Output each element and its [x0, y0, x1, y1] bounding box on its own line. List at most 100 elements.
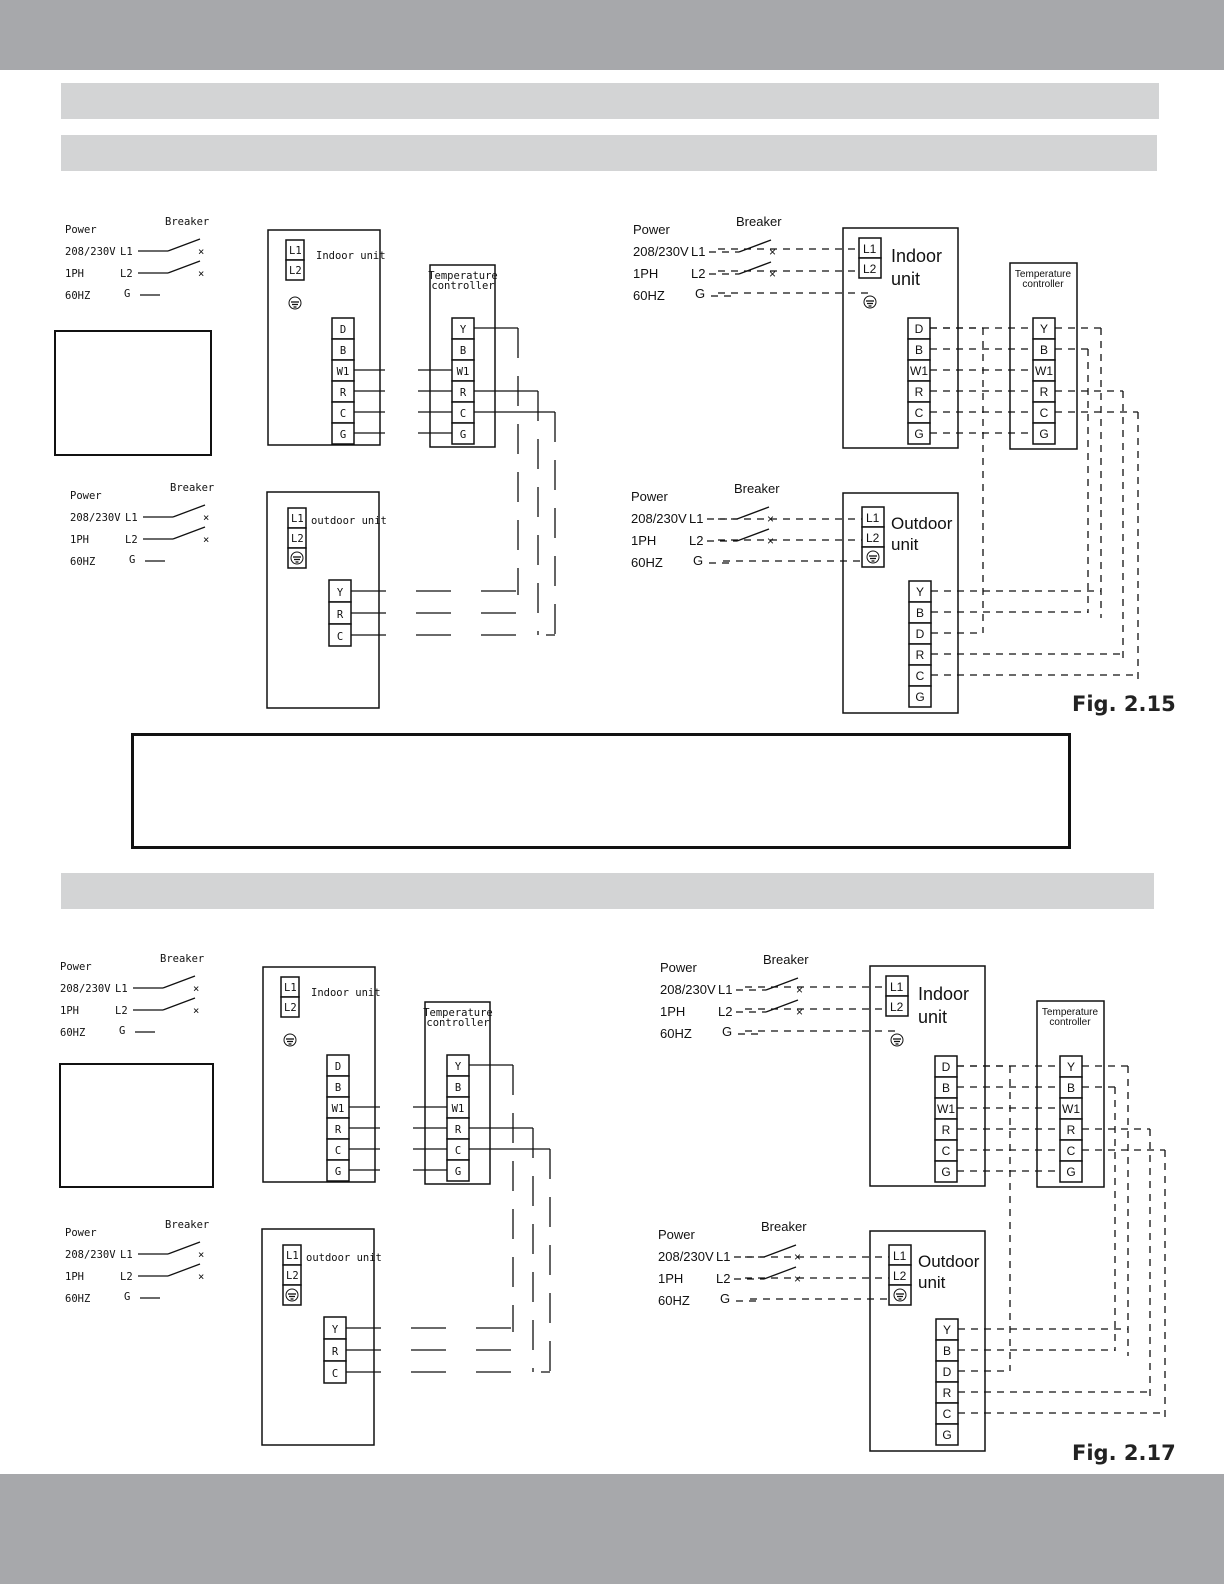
- breaker-switch: [765, 999, 799, 1013]
- temp-controller-label-1: Temperature: [428, 270, 498, 282]
- l2-label: L2: [691, 266, 705, 281]
- indoor-unit-box: [262, 966, 376, 1183]
- power-label: Power: [70, 490, 102, 502]
- outdoor-unit-label-1: Outdoor: [891, 514, 953, 533]
- voltage-label: 208/230V: [70, 512, 121, 524]
- indoor-l1-label: L1: [284, 982, 297, 994]
- ground-icon: [285, 1288, 299, 1302]
- phase-label: 1PH: [658, 1271, 683, 1286]
- indoor-unit-label-1: Indoor: [891, 246, 942, 266]
- g-label: G: [129, 554, 135, 566]
- indoor-terminal: G: [914, 427, 923, 441]
- breaker-x-icon: ×: [198, 268, 204, 280]
- outdoor-terminal: R: [943, 1386, 952, 1400]
- phase-label: 1PH: [660, 1004, 685, 1019]
- controller-terminal: C: [1040, 406, 1049, 420]
- breaker-x-icon: ×: [203, 512, 209, 524]
- controller-terminal: R: [1067, 1123, 1076, 1137]
- breaker-label: Breaker: [736, 214, 782, 229]
- indoor-unit-label: Indoor unit: [311, 987, 381, 999]
- ground-icon: [863, 295, 877, 309]
- outdoor-terminal: C: [943, 1407, 952, 1421]
- controller-terminal: W1: [1035, 364, 1053, 378]
- temp-controller-label-2: controller: [1049, 1017, 1091, 1028]
- indoor-unit-box: [267, 229, 381, 446]
- controller-terminal: B: [460, 345, 466, 357]
- ground-icon: [290, 551, 304, 565]
- outdoor-terminal: R: [332, 1346, 339, 1358]
- voltage-label: 208/230V: [65, 246, 116, 258]
- figure-label-2-17: Fig. 2.17: [1072, 1441, 1176, 1465]
- indoor-l2: [280, 996, 300, 1018]
- frequency-label: 60HZ: [660, 1026, 692, 1041]
- l1-label: L1: [120, 246, 133, 258]
- controller-terminal: C: [1067, 1144, 1076, 1158]
- indoor-l2-label: L2: [890, 1000, 904, 1014]
- outdoor-ground: [861, 546, 885, 568]
- outdoor-unit-label: outdoor unit: [311, 515, 387, 527]
- top-header-bar: [0, 0, 1224, 70]
- outdoor-unit-label-2: unit: [918, 1273, 946, 1292]
- l1-label: L1: [716, 1249, 730, 1264]
- breaker-switch: [765, 977, 799, 991]
- indoor-terminal: D: [340, 324, 346, 336]
- section-band-2: [61, 135, 1157, 171]
- phase-label: 1PH: [60, 1005, 79, 1017]
- breaker-switch: [167, 260, 201, 274]
- breaker-x-icon: ×: [767, 534, 774, 548]
- outdoor-terminal: Y: [916, 585, 924, 599]
- outdoor-l1-label: L1: [291, 513, 304, 525]
- controller-terminal: Y: [455, 1061, 462, 1073]
- indoor-terminal: B: [942, 1081, 950, 1095]
- breaker-switch: [736, 506, 770, 520]
- indoor-terminal: C: [340, 408, 346, 420]
- controller-terminal: W1: [452, 1103, 465, 1115]
- breaker-label: Breaker: [160, 953, 204, 965]
- indoor-terminal: R: [915, 385, 924, 399]
- indoor-l2-label: L2: [863, 262, 877, 276]
- frequency-label: 60HZ: [60, 1027, 85, 1039]
- phase-label: 1PH: [65, 268, 84, 280]
- blank-box-2: [59, 1063, 214, 1188]
- controller-terminal: G: [455, 1166, 461, 1178]
- temp-controller-label-2: controller: [426, 1017, 489, 1029]
- frequency-label: 60HZ: [658, 1293, 690, 1308]
- frequency-label: 60HZ: [65, 1293, 90, 1305]
- indoor-unit-label: Indoor unit: [316, 250, 386, 262]
- g-label: G: [720, 1291, 730, 1306]
- wiring-diagram-right-top: Power208/230V1PH60HZL1L2GBreaker××L1L2In…: [631, 214, 1139, 714]
- voltage-label: 208/230V: [65, 1249, 116, 1261]
- breaker-x-icon: ×: [198, 1249, 204, 1261]
- controller-terminal: C: [460, 408, 466, 420]
- outdoor-ground: [888, 1284, 912, 1306]
- frequency-label: 60HZ: [631, 555, 663, 570]
- outdoor-l2-label: L2: [291, 533, 304, 545]
- indoor-terminal: D: [915, 322, 924, 336]
- breaker-x-icon: ×: [769, 245, 776, 259]
- breaker-label: Breaker: [170, 482, 214, 494]
- outdoor-unit-box: [266, 491, 380, 709]
- indoor-terminal: R: [335, 1124, 342, 1136]
- outdoor-terminal: B: [916, 606, 924, 620]
- controller-terminal: R: [460, 387, 467, 399]
- breaker-switch: [162, 975, 196, 989]
- indoor-terminal: B: [340, 345, 346, 357]
- ground-icon: [288, 296, 302, 310]
- controller-terminal: Y: [460, 324, 467, 336]
- breaker-switch: [162, 997, 196, 1011]
- temp-controller-label-2: controller: [1022, 279, 1064, 290]
- controller-terminal: G: [460, 429, 466, 441]
- l2-label: L2: [120, 1271, 133, 1283]
- indoor-terminal: R: [942, 1123, 951, 1137]
- outdoor-l1-label: L1: [893, 1249, 907, 1263]
- power-label: Power: [60, 961, 92, 973]
- breaker-switch: [172, 526, 206, 540]
- indoor-terminal: D: [335, 1061, 341, 1073]
- indoor-l2: [858, 257, 882, 279]
- power-label: Power: [660, 960, 698, 975]
- breaker-label: Breaker: [165, 216, 209, 228]
- breaker-x-icon: ×: [769, 267, 776, 281]
- indoor-l2-label: L2: [284, 1002, 297, 1014]
- l2-label: L2: [689, 533, 703, 548]
- controller-terminal: R: [1040, 385, 1049, 399]
